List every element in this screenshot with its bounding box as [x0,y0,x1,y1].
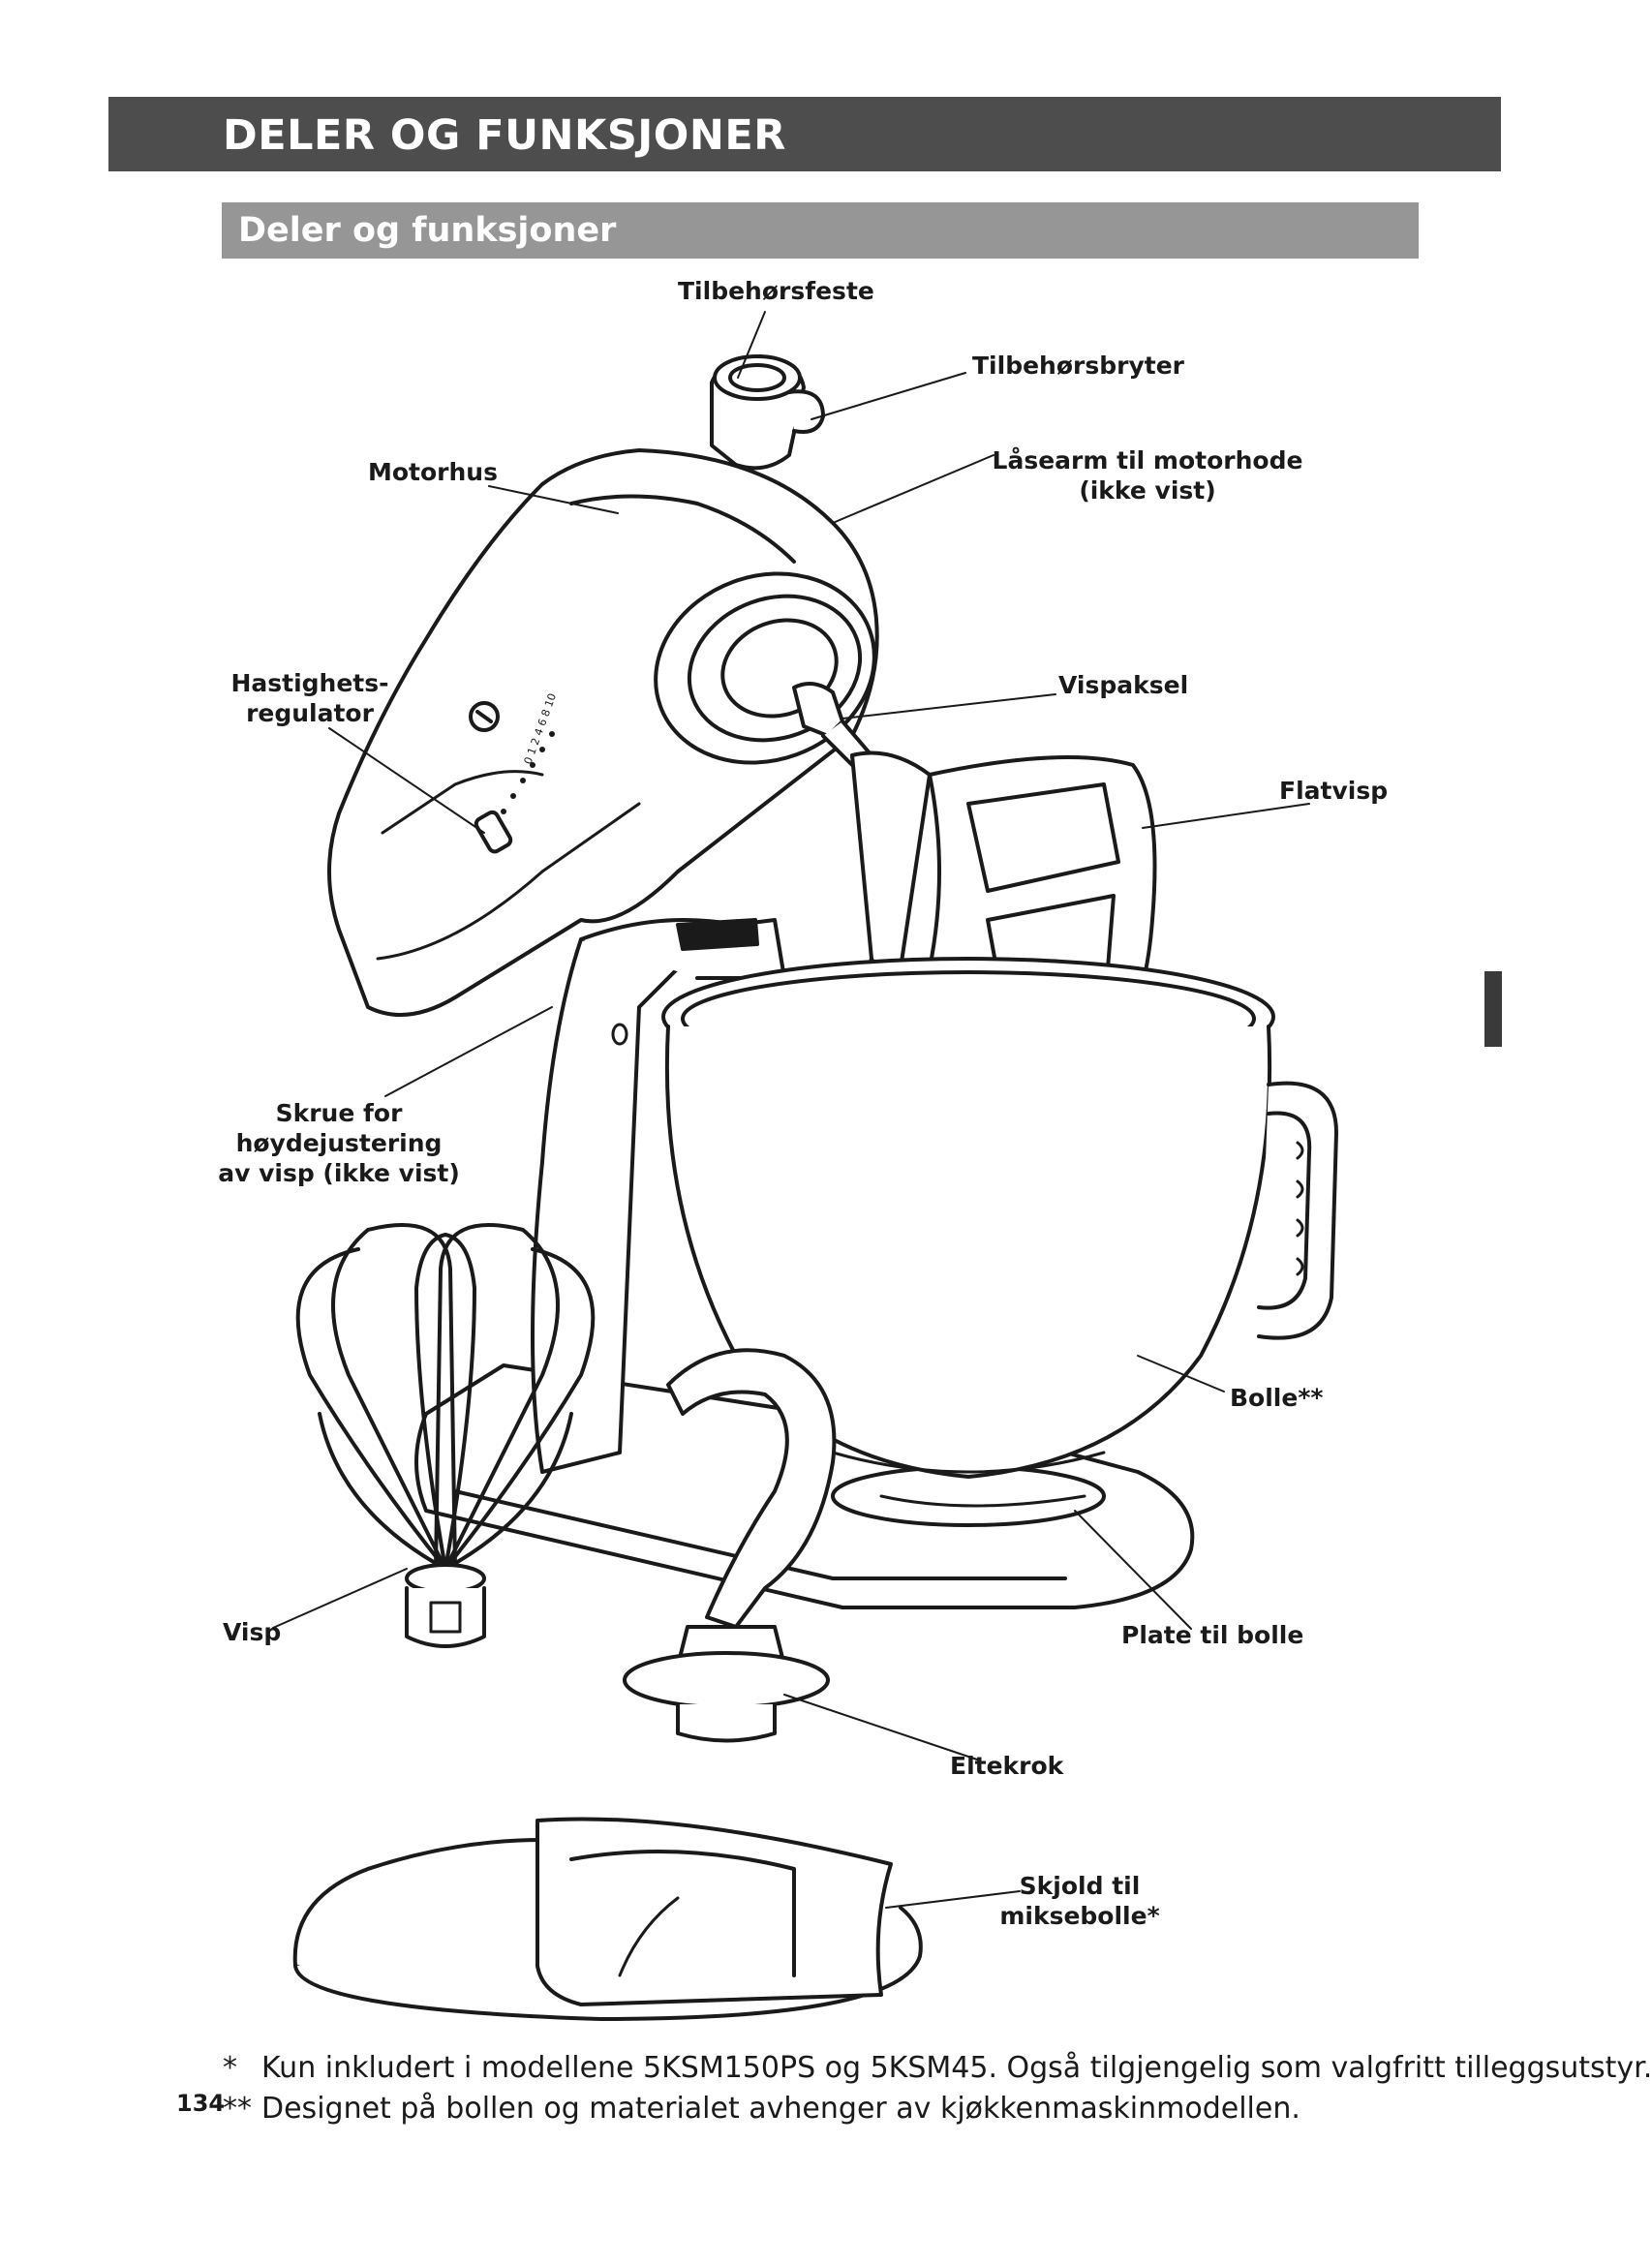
label-hastighet-line2: regulator [246,699,374,727]
label-skrue-line3: av visp (ikke vist) [218,1159,460,1187]
motor-head-drawing: 0 1 2 4 6 8 10 [327,448,879,1017]
label-bolle: Bolle** [1230,1384,1324,1412]
label-skrue-line2: høydejustering [235,1129,443,1157]
footnote-1: * Kun inkludert i modellene 5KSM150PS og … [223,2050,1652,2087]
subsection-header-bar [222,202,1419,259]
callout-leader-lines [272,311,1310,1909]
label-skjold-line1: Skjold til [1019,1872,1141,1900]
label-eltekrok: Eltekrok [950,1752,1064,1780]
label-tilbehorsbryter: Tilbehørsbryter [972,352,1184,380]
dough-hook-drawing [623,1348,837,1743]
footnote-1-marker: * [223,2051,237,2085]
section-header-bar [108,97,1501,171]
page-number: 134 [176,2090,226,2117]
footnote-2-marker: ** [223,2092,252,2126]
label-lasearm: Låsearm til motorhode (ikke vist) [968,445,1327,505]
subsection-title: Deler og funksjoner [238,211,617,250]
label-lasearm-line1: Låsearm til motorhode [992,446,1303,474]
label-visp: Visp [223,1618,282,1646]
footnote-2: ** Designet på bollen og materialet avhen… [223,2091,1300,2127]
wire-whip-drawing [295,1223,596,1648]
mixer-column-drawing [531,918,786,1474]
footnote-1-text: Kun inkludert i modellene 5KSM150PS og 5… [261,2051,1652,2085]
label-skjold-line2: miksebolle* [999,1902,1160,1930]
label-plate-til-bolle: Plate til bolle [1121,1621,1304,1649]
stand-mixer-illustration: 0 1 2 4 6 8 10 [272,311,1338,2021]
label-hastighet-line1: Hastighets- [230,669,389,697]
label-skjold: Skjold til miksebolle* [988,1871,1172,1931]
label-skrue-hoydejustering: Skrue for høydejustering av visp (ikke v… [213,1098,465,1188]
section-title: DELER OG FUNKSJONER [223,111,786,160]
pouring-shield-drawing [292,1817,923,2021]
bowl-drawing [661,957,1338,1479]
label-motorhus: Motorhus [368,458,498,486]
label-tilbehorsfeste: Tilbehørsfeste [678,277,874,305]
footnote-2-text: Designet på bollen og materialet avhenge… [261,2092,1300,2126]
accessory-hub-drawing [710,354,825,471]
label-skrue-line1: Skrue for [275,1099,403,1127]
label-flatvisp: Flatvisp [1279,777,1389,805]
label-lasearm-line2: (ikke vist) [1079,476,1216,505]
label-hastighetsregulator: Hastighets- regulator [213,668,407,728]
label-vispaksel: Vispaksel [1058,671,1189,699]
side-tab-marker [1484,971,1502,1047]
